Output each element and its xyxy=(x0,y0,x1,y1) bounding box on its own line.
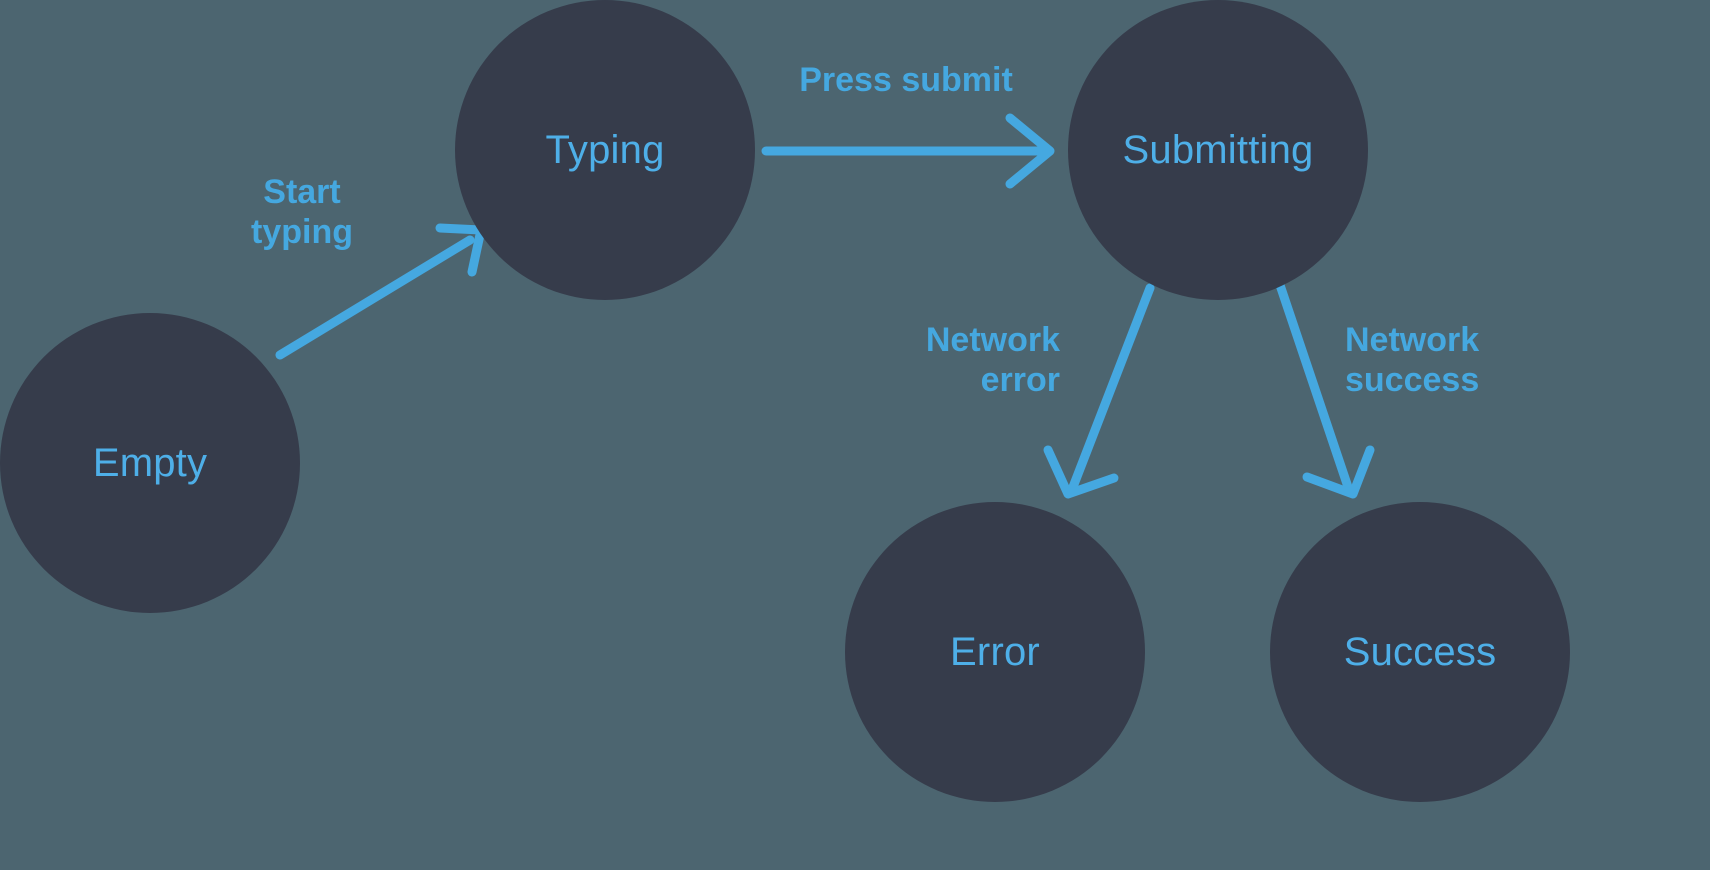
state-node-success[interactable]: Success xyxy=(1270,502,1570,802)
state-label-success: Success xyxy=(1343,630,1497,674)
edge-network-success-line xyxy=(1275,280,1353,492)
edge-network-success xyxy=(1275,280,1375,499)
state-node-empty[interactable]: Empty xyxy=(0,313,300,613)
edge-network-error-line xyxy=(1068,283,1155,492)
state-label-empty: Empty xyxy=(92,441,208,485)
edge-network-success-arrowhead xyxy=(1302,445,1375,499)
state-label-typing: Typing xyxy=(545,128,665,172)
edge-network-error-arrowhead xyxy=(1043,445,1119,499)
edge-label-press-submit: Press submit xyxy=(799,61,1013,99)
edge-network-error xyxy=(1043,283,1155,499)
edge-label-network-error: Network error xyxy=(925,321,1060,400)
edge-label-network-success: Network success xyxy=(1345,321,1480,400)
edge-start-typing-line xyxy=(275,235,475,360)
state-node-typing[interactable]: Typing xyxy=(455,0,755,300)
edge-press-submit xyxy=(761,113,1055,189)
state-node-submitting[interactable]: Submitting xyxy=(1068,0,1368,300)
state-label-error: Error xyxy=(950,630,1040,674)
state-node-error[interactable]: Error xyxy=(845,502,1145,802)
state-label-submitting: Submitting xyxy=(1122,128,1314,172)
edge-label-start-typing: Start typing xyxy=(251,173,353,252)
edge-press-submit-arrowhead xyxy=(1005,113,1055,189)
